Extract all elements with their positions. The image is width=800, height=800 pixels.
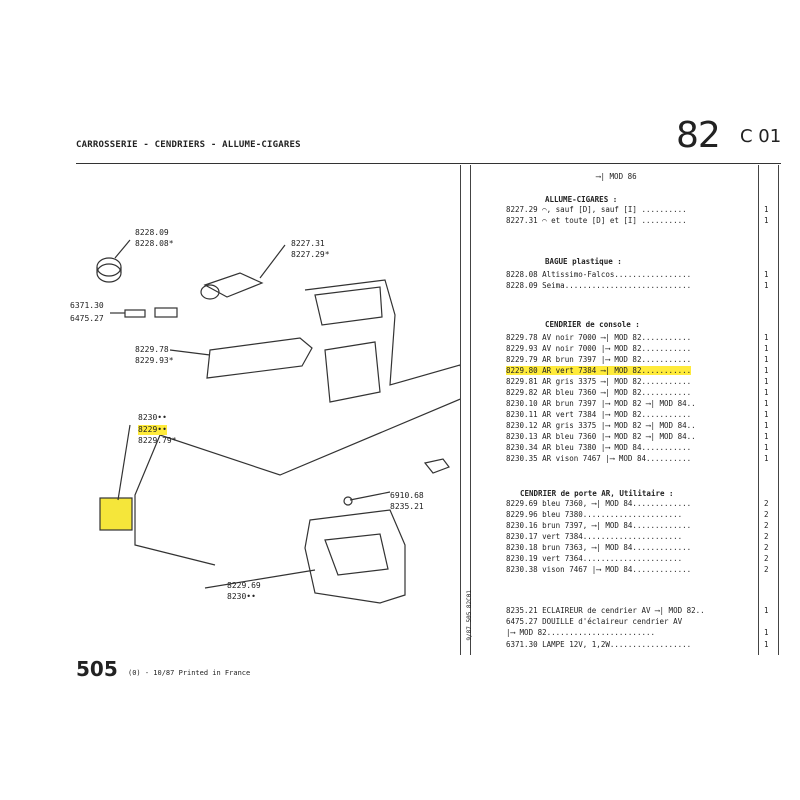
qty-divider xyxy=(758,165,759,655)
parts-qty: 1 xyxy=(764,606,769,615)
door-ashtray xyxy=(304,509,406,604)
rear-ashtray-highlight xyxy=(99,497,133,531)
lighter-part xyxy=(203,272,264,298)
parts-qty: 1 xyxy=(764,333,769,342)
column-divider xyxy=(460,165,461,655)
parts-row: 8227.31 ⌒ et toute [D] et [I] .......... xyxy=(506,216,687,225)
parts-qty: 1 xyxy=(764,281,769,290)
ref-label: 6371.30 xyxy=(70,301,104,310)
footer-text: (0) - 10/87 Printed in France xyxy=(128,669,251,677)
ref-label: 8229.69 xyxy=(227,581,261,590)
side-code: 9/87 505 82C01 xyxy=(466,590,473,641)
parts-row: 8228.09 Seima...........................… xyxy=(506,281,692,290)
parts-qty: 1 xyxy=(764,421,769,430)
parts-row: 8230.16 brun 7397, ⟶| MOD 84............… xyxy=(506,521,692,530)
parts-row: 8230.38 vison 7467 |⟶ MOD 84............… xyxy=(506,565,692,574)
section-heading: CENDRIER de console : xyxy=(545,320,640,329)
parts-qty: 1 xyxy=(764,366,769,375)
parts-qty: 1 xyxy=(764,443,769,452)
model-note: ⟶| MOD 86 xyxy=(596,172,637,181)
parts-qty: 2 xyxy=(764,554,769,563)
parts-qty: 2 xyxy=(764,521,769,530)
ref-label: 8229.78 xyxy=(135,345,169,354)
parts-qty: 1 xyxy=(764,399,769,408)
parts-qty: 1 xyxy=(764,355,769,364)
parts-row: |⟶ MOD 82........................ xyxy=(506,628,656,637)
footer-number: 505 xyxy=(76,657,118,681)
parts-row: 8229.78 AV noir 7000 ⟶| MOD 82..........… xyxy=(506,333,692,342)
page-number: 82 xyxy=(676,115,721,156)
parts-qty: 2 xyxy=(764,510,769,519)
ref-label-highlight: 8229•• xyxy=(138,425,167,435)
parts-qty: 2 xyxy=(764,499,769,508)
parts-qty: 2 xyxy=(764,565,769,574)
parts-row: 8227.29 ⌒, sauf [D], sauf [I] .......... xyxy=(506,205,687,214)
parts-row: 8229.93 AV noir 7000 |⟶ MOD 82..........… xyxy=(506,344,692,353)
parts-row: 8229.79 AR brun 7397 |⟶ MOD 82..........… xyxy=(506,355,692,364)
parts-row: 8229.82 AR bleu 7360 ⟶| MOD 82..........… xyxy=(506,388,692,397)
ref-label: 8235.21 xyxy=(390,502,424,511)
ref-label: 8228.09 xyxy=(135,228,169,237)
header-rule xyxy=(76,163,781,164)
ref-label: 8230•• xyxy=(227,592,256,601)
parts-qty: 1 xyxy=(764,640,769,649)
section-heading: ALLUME-CIGARES : xyxy=(545,195,618,204)
parts-qty: 1 xyxy=(764,432,769,441)
section-heading: BAGUE plastique : xyxy=(545,257,622,266)
parts-row: 8230.11 AR vert 7384 |⟶ MOD 82..........… xyxy=(506,410,692,419)
parts-qty: 1 xyxy=(764,628,769,637)
parts-row: 8230.10 AR brun 7397 |⟶ MOD 82 ⟶| MOD 84… xyxy=(506,399,696,408)
parts-row: 8229.80 AR vert 7384 ⟶| MOD 82..........… xyxy=(506,366,692,375)
parts-row: 8235.21 ECLAIREUR de cendrier AV ⟶| MOD … xyxy=(506,606,705,615)
parts-qty: 2 xyxy=(764,543,769,552)
parts-row: 6475.27 DOUILLE d'éclaireur cendrier AV xyxy=(506,617,683,626)
console-outline xyxy=(134,279,460,566)
ref-label: 8227.31 xyxy=(291,239,325,248)
parts-row: 8230.19 vert 7364...................... xyxy=(506,554,683,563)
column-divider-2 xyxy=(470,165,471,655)
section-heading: CENDRIER de porte AR, Utilitaire : xyxy=(520,489,674,498)
parts-qty: 1 xyxy=(764,388,769,397)
parts-row: 8230.17 vert 7384...................... xyxy=(506,532,683,541)
parts-diagram xyxy=(96,239,460,604)
ref-label: 6475.27 xyxy=(70,314,104,323)
parts-qty: 1 xyxy=(764,344,769,353)
parts-row: 8230.35 AR vison 7467 |⟶ MOD 84.........… xyxy=(506,454,692,463)
parts-qty: 1 xyxy=(764,454,769,463)
parts-row: 6371.30 LAMPE 12V, 1,2W.................… xyxy=(506,640,692,649)
parts-qty: 1 xyxy=(764,410,769,419)
parts-qty: 1 xyxy=(764,205,769,214)
front-ashtray xyxy=(206,337,313,379)
parts-row: 8230.13 AR bleu 7360 |⟶ MOD 82 ⟶| MOD 84… xyxy=(506,432,696,441)
parts-qty: 2 xyxy=(764,532,769,541)
parts-qty: 1 xyxy=(764,216,769,225)
parts-qty: 1 xyxy=(764,270,769,279)
parts-qty: 1 xyxy=(764,377,769,386)
ref-label: 6910.68 xyxy=(390,491,424,500)
parts-row: 8229.96 bleu 7380...................... xyxy=(506,510,683,519)
ref-label: 8227.29* xyxy=(291,250,330,259)
parts-row: 8230.12 AR gris 3375 |⟶ MOD 82 ⟶| MOD 84… xyxy=(506,421,696,430)
ref-label: 8230•• xyxy=(138,413,167,422)
ref-label: 8229.93* xyxy=(135,356,174,365)
qty-divider-2 xyxy=(778,165,779,655)
parts-row: 8230.34 AR bleu 7380 |⟶ MOD 84..........… xyxy=(506,443,692,452)
parts-row: 8229.81 AR gris 3375 ⟶| MOD 82..........… xyxy=(506,377,692,386)
ref-label: 8229.79* xyxy=(138,436,177,445)
ref-label: 8228.08* xyxy=(135,239,174,248)
parts-row: 8228.08 Altissimo-Falcos................… xyxy=(506,270,692,279)
page-title: CARROSSERIE - CENDRIERS - ALLUME-CIGARES xyxy=(76,140,301,150)
parts-row: 8230.18 brun 7363, ⟶| MOD 84............… xyxy=(506,543,692,552)
page-code: C 01 xyxy=(740,126,782,147)
parts-row: 8229.69 bleu 7360, ⟶| MOD 84............… xyxy=(506,499,692,508)
